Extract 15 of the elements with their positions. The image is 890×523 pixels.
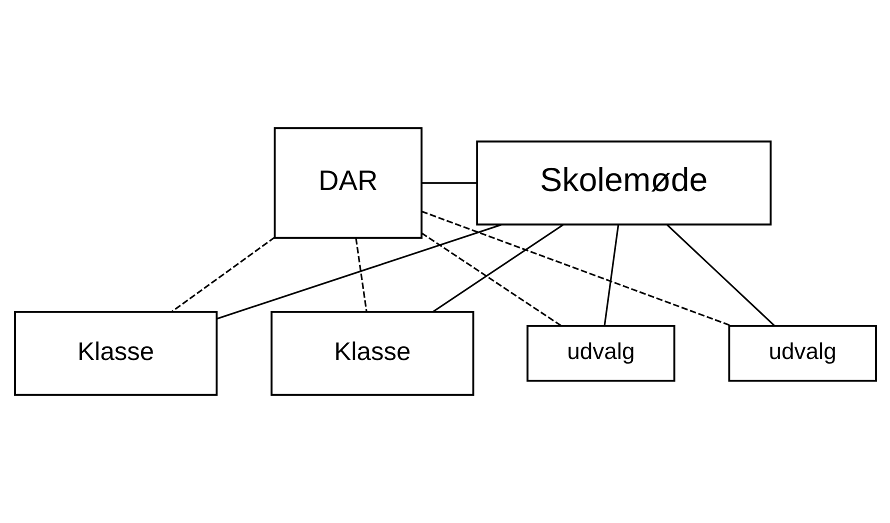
connector: [420, 210, 732, 327]
node-box: udvalg: [526, 325, 675, 382]
node-box: Klasse: [14, 310, 218, 396]
connector: [354, 238, 367, 312]
connector: [666, 224, 774, 326]
node-box: Skolemøde: [476, 140, 772, 226]
connector: [603, 224, 619, 326]
connector: [432, 224, 564, 312]
connector: [420, 232, 562, 327]
node-box: DAR: [273, 127, 422, 239]
connector: [421, 182, 476, 184]
connector: [170, 236, 275, 313]
node-box: udvalg: [728, 325, 876, 382]
node-box: Klasse: [270, 310, 474, 396]
connector: [216, 224, 502, 320]
